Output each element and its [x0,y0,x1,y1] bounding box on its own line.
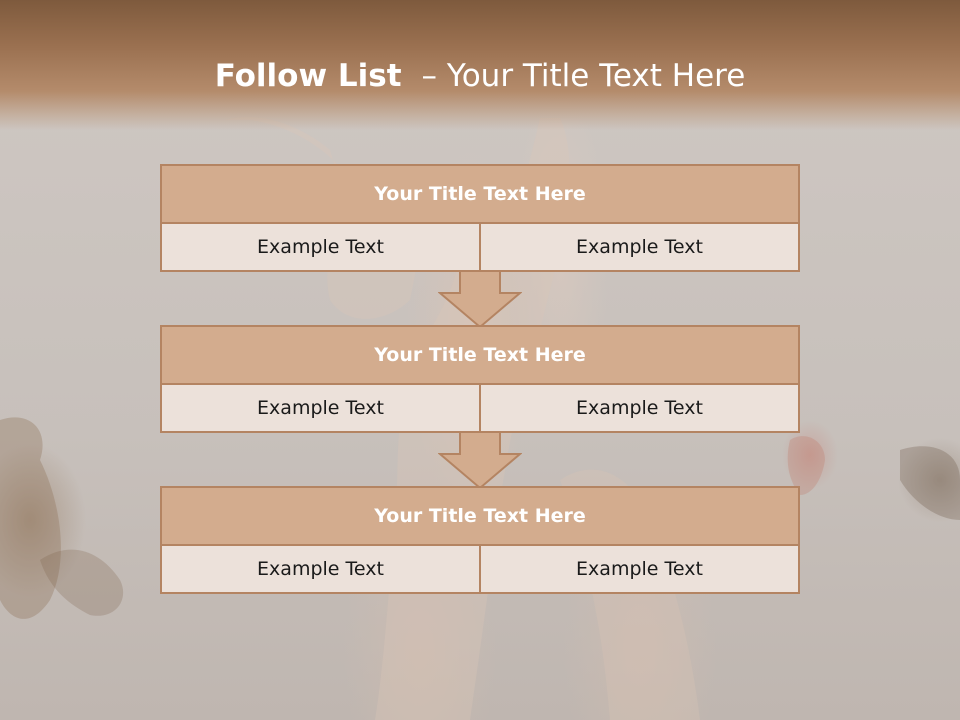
block-row: Example Text Example Text [162,224,798,270]
list-block: Your Title Text Here Example Text Exampl… [160,325,800,433]
leaf-shape [900,446,960,520]
slide-title-bold: Follow List [214,58,402,94]
slide-title: Follow List – Your Title Text Here [0,52,960,100]
block-cell-right: Example Text [479,385,798,431]
block-cell-right: Example Text [479,546,798,592]
block-title: Your Title Text Here [162,488,798,546]
block-cell-left: Example Text [257,397,384,419]
block-row: Example Text Example Text [162,385,798,431]
header-band [0,0,960,130]
block-cell-left: Example Text [257,236,384,258]
block-row: Example Text Example Text [162,546,798,592]
down-arrow-icon [438,271,522,329]
list-block: Your Title Text Here Example Text Exampl… [160,486,800,594]
leaf-shape [40,549,124,616]
list-block: Your Title Text Here Example Text Exampl… [160,164,800,272]
block-cell-left: Example Text [257,558,384,580]
leaf-shape [787,436,825,495]
block-cell-right: Example Text [479,224,798,270]
block-title: Your Title Text Here [162,327,798,385]
down-arrow-icon [438,432,522,490]
slide-title-rest: – Your Title Text Here [421,58,746,94]
block-title: Your Title Text Here [162,166,798,224]
leaf-shape [0,417,61,619]
